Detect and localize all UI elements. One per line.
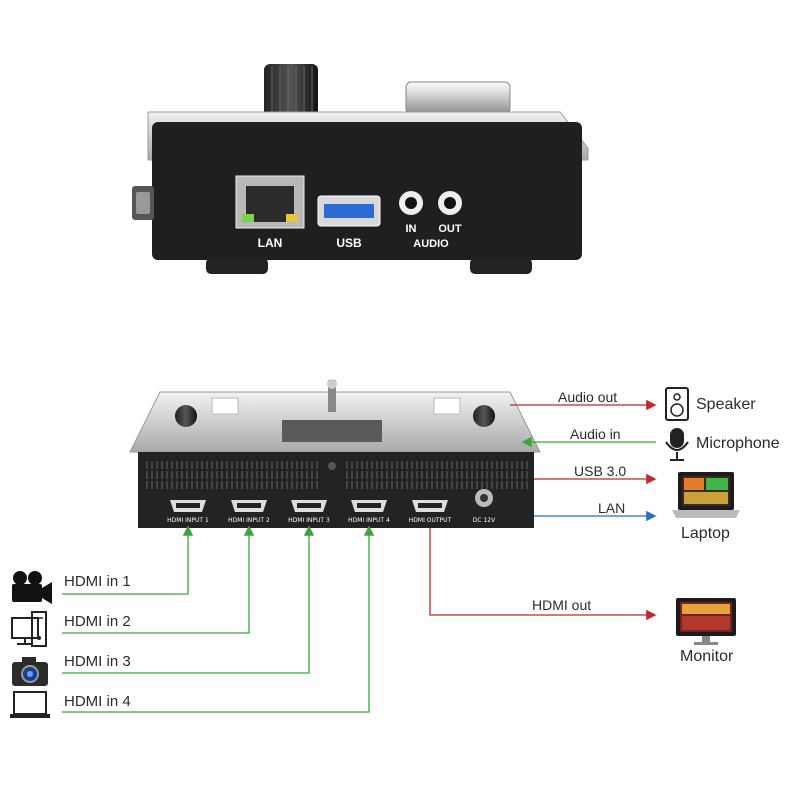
hdmi-input-2-port xyxy=(231,500,267,512)
hdmi-out-label: HDMI out xyxy=(532,597,591,613)
hdmi-in-2-label: HDMI in 2 xyxy=(64,613,131,630)
t-bar-handle xyxy=(328,380,336,412)
rear-panel-body xyxy=(152,122,582,260)
monitor-icon xyxy=(676,598,736,645)
hdmi-in-4-label: HDMI in 4 xyxy=(64,693,131,710)
lan-port-label: LAN xyxy=(258,236,283,250)
monitor-label: Monitor xyxy=(680,648,734,665)
audio-in-label: IN xyxy=(406,223,417,235)
microphone-icon xyxy=(665,428,689,461)
speaker-icon xyxy=(665,387,689,421)
photo-camera-icon xyxy=(12,657,48,686)
hdmi-in-1-label: HDMI in 1 xyxy=(64,573,131,590)
hdmi-in-1-line xyxy=(62,525,194,595)
audio-label: AUDIO xyxy=(413,238,449,250)
dc-power-jack xyxy=(475,489,493,507)
speaker-label: Speaker xyxy=(696,396,756,413)
hdmi-input-3-port xyxy=(291,500,327,512)
audio-in-label: Audio in xyxy=(570,426,621,442)
hdmi-input-3-label: HDMI INPUT 3 xyxy=(288,517,330,524)
dc-power-label: DC 12V xyxy=(473,517,496,524)
hdmi-out-line xyxy=(429,528,657,621)
hdmi-in-3-label: HDMI in 3 xyxy=(64,653,131,670)
preview-screen xyxy=(282,420,382,442)
rear-panel-device: LAN USB IN OUT AUDIO xyxy=(132,64,589,274)
rubber-foot xyxy=(206,258,268,274)
laptop-source-icon xyxy=(10,691,50,718)
lan-label: LAN xyxy=(598,500,625,516)
microphone-label: Microphone xyxy=(696,435,780,452)
usb-port-label: USB xyxy=(336,236,362,250)
hdmi-in-2-line xyxy=(62,525,255,634)
right-knob xyxy=(473,405,495,427)
hdmi-input-4-label: HDMI INPUT 4 xyxy=(348,517,390,524)
hdmi-in-3-line xyxy=(62,525,315,674)
video-camera-icon xyxy=(12,571,52,604)
left-knob xyxy=(175,405,197,427)
desktop-computer-icon xyxy=(11,611,47,647)
audio-out-label: Audio out xyxy=(558,389,617,405)
hdmi-input-1-port xyxy=(170,500,206,512)
hdmi-input-1-label: HDMI INPUT 1 xyxy=(167,517,209,524)
t-bar-fader xyxy=(405,81,511,115)
hdmi-output-port xyxy=(412,500,448,512)
laptop-label: Laptop xyxy=(681,525,730,542)
usb-3-label: USB 3.0 xyxy=(574,463,626,479)
audio-out-label: OUT xyxy=(438,223,462,235)
hdmi-in-4-line xyxy=(62,525,375,713)
hdmi-input-2-label: HDMI INPUT 2 xyxy=(228,517,270,524)
hdmi-panel-device: HDMI INPUT 1 HDMI INPUT 2 HDMI INPUT 3 H… xyxy=(129,379,541,528)
laptop-icon xyxy=(672,472,740,518)
hdmi-output-label: HDMI OUTPUT xyxy=(409,517,452,524)
rubber-foot xyxy=(470,258,532,274)
hdmi-input-4-port xyxy=(351,500,387,512)
